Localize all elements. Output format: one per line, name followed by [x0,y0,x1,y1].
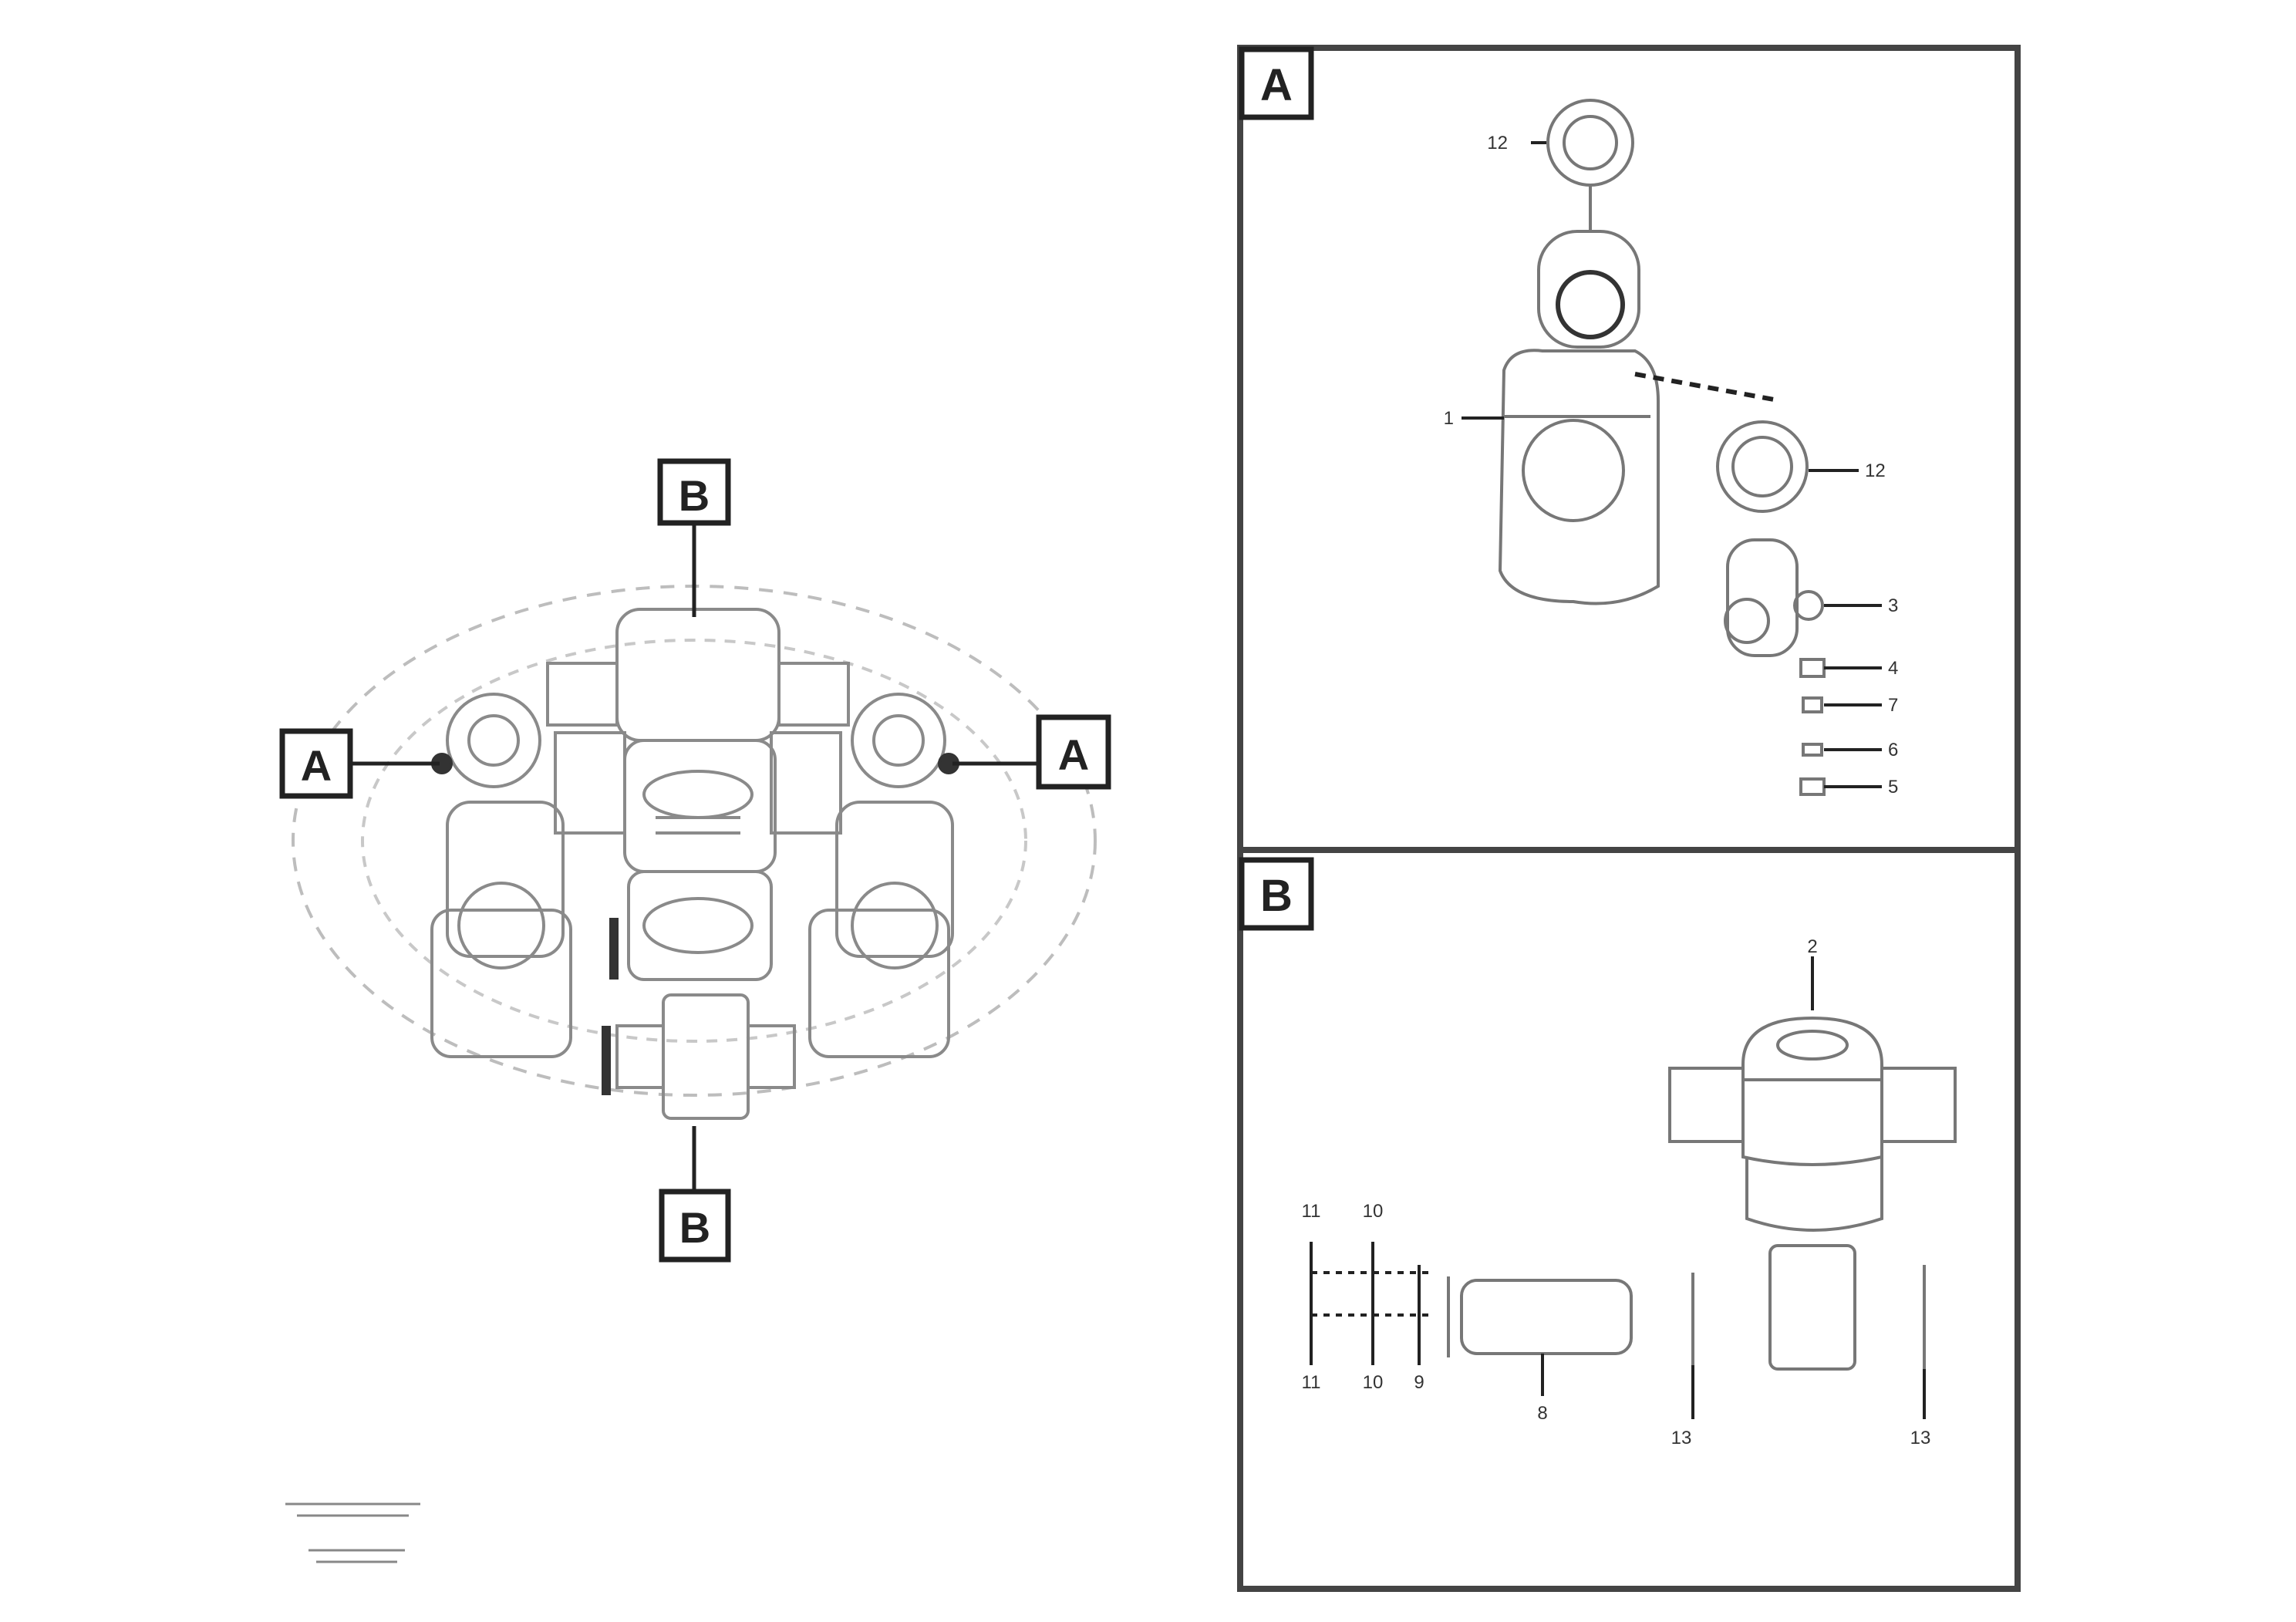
callout-6: 6 [1888,740,1898,760]
detail-a-title: A [1260,60,1293,110]
detail-a-right-callout[interactable]: A [1036,714,1111,790]
right-brake-chamber [808,693,954,1058]
detail-a-left-callout[interactable]: A [279,728,353,799]
callout-11-bottom: 11 [1302,1372,1321,1393]
detail-b-title: B [1260,871,1293,921]
detail-b-panel: B 2 [1237,847,2021,1592]
callout-1: 1 [1444,408,1454,429]
detail-b-callout-numbers: 2 11 10 11 10 9 8 13 13 [1302,936,1931,1448]
section-b-bottom-label: B [679,1203,710,1252]
seal-ring-right [1716,420,1809,513]
main-leader-lines [351,524,1037,1211]
detail-a-callout-numbers: 12 1 12 3 4 7 6 5 [1444,133,1899,798]
detail-a-drawing [1498,99,1826,796]
callout-3: 3 [1888,595,1898,616]
detail-b-leaders [1310,956,1926,1419]
left-clamp [609,918,619,980]
detail-a-leaders [1462,141,1882,788]
seal-ring-top [1546,99,1634,187]
central-valve-body [546,608,850,1120]
detail-a-left-label: A [301,741,332,790]
callout-13-left: 13 [1671,1428,1692,1448]
lower-clamp [602,1026,611,1095]
callout-13-right: 13 [1910,1428,1931,1448]
callout-10-bottom: 10 [1363,1372,1384,1393]
section-b-bottom-callout[interactable]: B [659,1189,731,1263]
detail-b-drawing [1447,1016,1957,1371]
callout-5: 5 [1888,777,1898,798]
main-assembly-view [292,585,1097,1120]
callout-4: 4 [1888,658,1898,679]
drawing-id-stamp [285,1502,420,1563]
callout-9: 9 [1414,1372,1424,1393]
detail-b-title-box: B [1239,857,1314,931]
callout-12-right: 12 [1865,460,1886,481]
detail-a-right-label: A [1058,730,1089,779]
detail-a-frame [1237,45,2021,853]
left-brake-chamber [430,693,572,1058]
detail-b-frame [1237,847,2021,1592]
detail-a-title-box: A [1239,46,1314,120]
section-b-top-callout[interactable]: B [657,458,731,526]
callout-8: 8 [1537,1403,1547,1424]
callout-10-top: 10 [1363,1201,1384,1222]
detail-a-panel: A [1237,45,2021,853]
rotation-envelope [292,585,1097,1097]
callout-7: 7 [1888,695,1898,716]
inner-envelope [361,639,1027,1043]
section-b-top-label: B [679,471,710,520]
callout-12-top: 12 [1487,133,1508,153]
callout-11-top: 11 [1302,1201,1321,1222]
callout-2: 2 [1807,936,1817,957]
